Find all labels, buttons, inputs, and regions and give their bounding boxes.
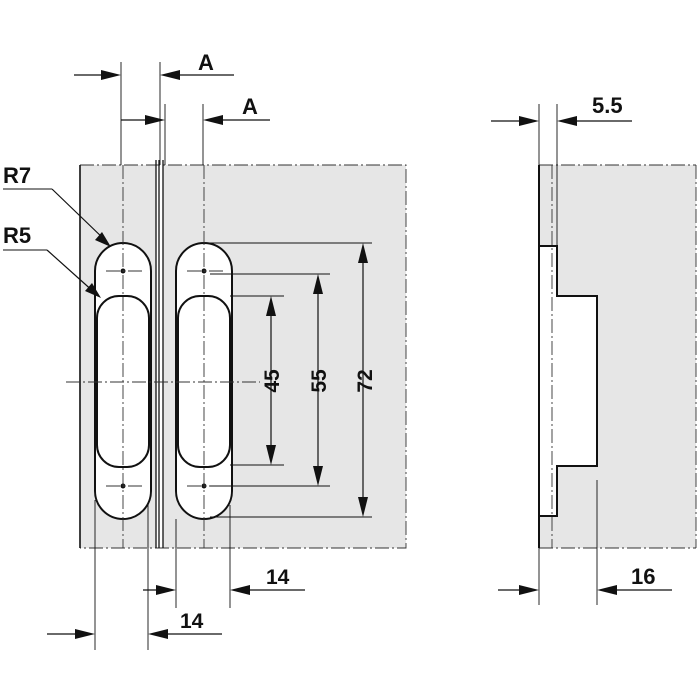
leader-r5 xyxy=(46,249,96,294)
label-r7: R7 xyxy=(3,163,31,188)
arrow-45-bottom xyxy=(266,445,276,465)
side-hinge-profile xyxy=(538,245,598,517)
arrow-5-5-left xyxy=(519,116,539,126)
arrow-55-bottom xyxy=(313,466,323,486)
arrow-14-upper-left xyxy=(156,585,176,595)
leader-r7 xyxy=(51,188,107,242)
arrow-72-bottom xyxy=(358,497,368,517)
arrow-a-top-right xyxy=(160,70,180,80)
label-14-upper: 14 xyxy=(266,566,290,589)
side-view: 5.5 16 xyxy=(491,93,697,605)
arrow-14-upper-right xyxy=(230,585,250,595)
arrow-16-left xyxy=(519,585,539,595)
side-panel-outline xyxy=(539,164,697,549)
arrow-a2-left xyxy=(145,115,165,125)
arrow-14-lower-left xyxy=(75,629,95,639)
arrow-a-top-left xyxy=(101,70,121,80)
front-view: 45 55 72 A A R7 R5 14 xyxy=(3,50,407,650)
arrow-45-top xyxy=(266,296,276,316)
arrow-14-lower-right xyxy=(148,629,168,639)
arrow-a2-right xyxy=(203,115,223,125)
arrow-16-right xyxy=(597,585,617,595)
label-45: 45 xyxy=(261,369,284,393)
arrow-55-top xyxy=(313,274,323,294)
panel-outline xyxy=(80,164,407,549)
label-5-5: 5.5 xyxy=(592,93,623,118)
label-14-lower: 14 xyxy=(180,610,204,633)
arrow-5-5-right xyxy=(557,116,577,126)
label-16: 16 xyxy=(631,564,655,589)
label-r5: R5 xyxy=(3,223,31,248)
label-55: 55 xyxy=(308,369,331,393)
arrow-r5 xyxy=(85,283,101,298)
arrow-r7 xyxy=(95,232,111,247)
label-a-top: A xyxy=(198,50,214,75)
arrow-72-top xyxy=(358,243,368,263)
label-a-second: A xyxy=(242,94,258,119)
label-72: 72 xyxy=(354,369,377,392)
